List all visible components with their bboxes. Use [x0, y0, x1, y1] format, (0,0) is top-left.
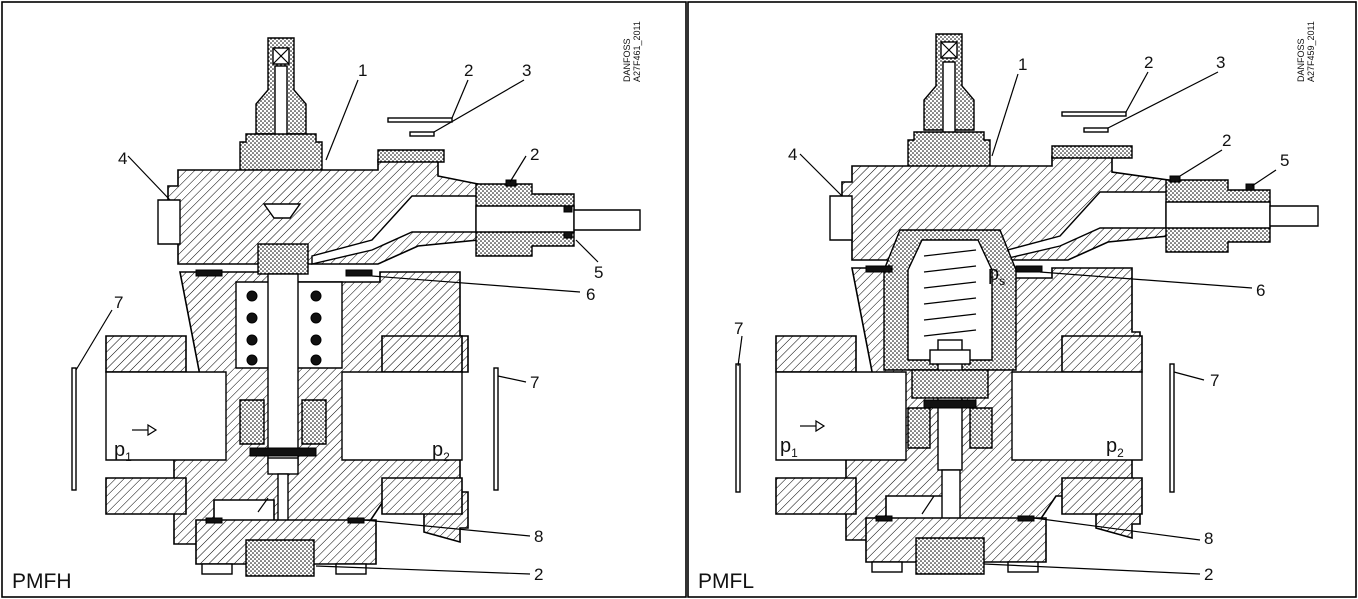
pmfh-seat-seal	[249, 447, 317, 457]
pmfh-flow-arrow	[132, 423, 158, 437]
svg-text:A27F461_2011: A27F461_2011	[632, 21, 642, 82]
pmfl-pressure-spring: ps	[988, 263, 1005, 288]
pmfh-seal-bottom	[205, 517, 223, 524]
pmfh-seal-cover-2	[345, 269, 373, 277]
pmfl-seal-cover	[865, 265, 893, 273]
pmfl-callout-2c: 2	[1204, 565, 1213, 584]
pmfl-seat-insert	[907, 407, 993, 449]
pmfl-bonnet	[907, 131, 991, 171]
pmfh-callout-3: 3	[522, 61, 531, 80]
panel-pmfh-frame	[1, 1, 687, 598]
pmfh-spring	[246, 290, 322, 366]
pmfh-flow-channel	[105, 371, 463, 461]
pmfh-callout-2c: 2	[534, 565, 543, 584]
pmfh-valve-stem	[267, 273, 299, 465]
pmfl-drawing-code: DANFOSS A27F459_2011	[1296, 21, 1316, 82]
pmfl-pilot-cover	[1051, 145, 1133, 159]
pmfh-plug	[157, 199, 181, 245]
pmfh-gasket-right	[493, 367, 499, 491]
pmfh-callout-4: 4	[118, 149, 127, 168]
pmfl-bottom-bolt-left	[871, 561, 903, 573]
pmfh-pressure-inlet: p1	[114, 439, 132, 464]
svg-text:DANFOSS: DANFOSS	[622, 38, 632, 82]
pmfl-flow-arrow	[800, 419, 826, 433]
pmfl-pressure-inlet: p1	[780, 435, 798, 460]
pmfh-callout-6: 6	[586, 285, 595, 304]
pmfl-gasket-right	[1169, 363, 1175, 493]
pmfl-bottom-bolt-right	[1007, 561, 1039, 573]
pmfl-spring	[923, 249, 977, 337]
pmfl-fitting-bore	[1165, 201, 1271, 229]
pmfh-tube	[573, 209, 641, 231]
pmfh-seat-insert	[239, 399, 327, 445]
pmfl-stem-nut	[929, 349, 971, 365]
pmfh-pressure-outlet: p2	[432, 439, 450, 464]
pmfl-callout-4: 4	[788, 145, 797, 164]
pmfl-plug	[829, 195, 853, 241]
pmfl-loose-gasket	[1061, 111, 1127, 117]
pmfh-pilot-seat	[262, 203, 302, 219]
pmfl-seal-cover-2	[1015, 265, 1043, 273]
pmfl-seal-fitting-2	[1245, 183, 1255, 191]
pmfh-loose-gasket	[387, 117, 453, 123]
pmfl-gasket-left	[735, 363, 741, 493]
pmfl-loose-oring	[1083, 127, 1109, 133]
pmfh-gauge-pin	[257, 497, 269, 513]
pmfh-pilot-cover	[377, 149, 445, 163]
pmfh-piston	[257, 243, 309, 275]
pmfl-callout-7b: 7	[1210, 371, 1219, 390]
pmfl-bottom-plug	[915, 537, 985, 575]
pmfh-stem-lower	[277, 473, 289, 523]
pmfh-callout-2a: 2	[464, 61, 473, 80]
pmfh-bonnet	[239, 133, 323, 173]
pmfl-callout-7a: 7	[734, 319, 743, 338]
pmfh-leaders	[75, 79, 599, 575]
svg-text:A27F459_2011: A27F459_2011	[1306, 21, 1316, 82]
pmfh-fitting-bore	[475, 205, 575, 233]
pmfh-callout-2b: 2	[530, 145, 539, 164]
pmfl-pressure-outlet: p2	[1106, 435, 1124, 460]
pmfl-callout-3: 3	[1216, 53, 1225, 72]
pmfh-seal-bottom-2	[347, 517, 365, 524]
panel-pmfh: 1 2 3 4 2 5 6 7 7 8 2 p1 p2 PMFH DANFOSS…	[1, 1, 687, 598]
pmfh-bottom-bolt-left	[201, 563, 233, 575]
pmfh-seat-nut	[267, 457, 299, 475]
pmfl-seal-fitting	[1169, 175, 1181, 183]
panel-pmfl-frame	[687, 1, 1357, 598]
pmfh-gasket-left	[71, 367, 77, 491]
pmfh-loose-oring	[409, 131, 435, 137]
pmfh-seal-cover	[195, 269, 223, 277]
pmfl-tube	[1269, 205, 1319, 227]
pmfl-callout-8: 8	[1204, 529, 1213, 548]
pmfh-callout-5: 5	[594, 263, 603, 282]
pmfh-callout-8: 8	[534, 527, 543, 546]
pmfh-callout-7b: 7	[530, 373, 539, 392]
pmfh-bottom-bolt-right	[335, 563, 367, 575]
pmfl-seat-seal	[923, 399, 977, 409]
pmfl-callout-5: 5	[1280, 151, 1289, 170]
pmfh-seal-fitting-2	[563, 205, 573, 213]
pmfl-leaders	[737, 71, 1277, 575]
pmfl-model-label: PMFL	[698, 570, 754, 593]
pmfh-drawing-code: DANFOSS A27F461_2011	[622, 21, 642, 82]
pmfl-gauge-pin	[921, 495, 935, 515]
pmfl-callout-6: 6	[1256, 281, 1265, 300]
pmfl-seal-bottom	[875, 515, 893, 522]
pmfh-seal-fitting-3	[563, 231, 573, 239]
pmfh-bottom-plug	[245, 539, 315, 577]
pmfl-flow-channel	[775, 371, 1143, 461]
pmfh-model-label: PMFH	[12, 570, 72, 593]
panel-pmfl: 1 2 3 2 4 5 6 7 7 8 2 p1 p2 ps PMFL DANF…	[687, 1, 1357, 598]
pmfh-callout-7a: 7	[114, 293, 123, 312]
pmfl-callout-1: 1	[1018, 55, 1027, 74]
pmfl-callout-2b: 2	[1222, 131, 1231, 150]
pmfh-callout-1: 1	[358, 61, 367, 80]
svg-text:DANFOSS: DANFOSS	[1296, 38, 1306, 82]
pmfl-callout-2a: 2	[1144, 53, 1153, 72]
pmfl-piston	[911, 369, 989, 399]
pmfl-seal-bottom-2	[1017, 515, 1035, 522]
